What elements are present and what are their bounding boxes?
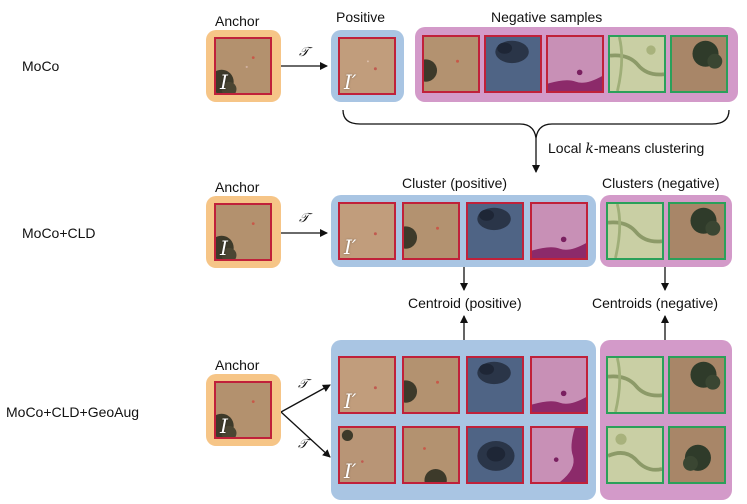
negative-image-2 [484, 35, 542, 93]
header-positive: Positive [336, 9, 386, 25]
anchor-image-1: I [214, 37, 272, 95]
geoaug-negative-upper-2 [668, 356, 726, 414]
row-label-moco: MoCo [22, 58, 60, 74]
geoaug-upper-arrow [280, 384, 331, 413]
clustering-suffix: -means clustering [593, 140, 705, 156]
transform-symbol-geoaug-upper: 𝒯 [298, 377, 308, 392]
row-label-moco-cld: MoCo+CLD [22, 225, 96, 241]
cluster-negative-image-2 [668, 202, 726, 260]
label-centroids-negative: Centroids (negative) [592, 295, 719, 311]
anchor-image-3: I [214, 381, 272, 439]
image-symbol-label: I′ [344, 70, 357, 94]
header-negative-samples: Negative samples [491, 9, 603, 25]
header-anchor-3: Anchor [215, 357, 260, 373]
negative-image-5 [670, 35, 728, 93]
geoaug-positive-upper-1: I′ [338, 356, 396, 414]
row-label-moco-cld-geoaug: MoCo+CLD+GeoAug [6, 404, 140, 420]
negative-image-1 [422, 35, 480, 93]
geoaug-positive-lower-4 [530, 426, 588, 484]
geoaug-negative-lower-1 [606, 426, 664, 484]
negative-image-4 [608, 35, 666, 93]
geoaug-positive-lower-3 [466, 426, 524, 484]
label-centroid-positive: Centroid (positive) [408, 295, 522, 311]
transform-symbol-moco: 𝒯 [299, 45, 309, 60]
geoaug-positive-upper-4 [530, 356, 588, 414]
anchor-image-2: I [214, 203, 272, 261]
cluster-positive-image-1: I′ [338, 202, 396, 260]
cluster-positive-image-3 [466, 202, 524, 260]
positive-image-1: I′ [338, 37, 396, 95]
image-symbol-label: I [220, 70, 228, 94]
header-cluster-positive: Cluster (positive) [402, 175, 508, 191]
image-symbol-label: I [220, 236, 228, 260]
clustering-k: k [585, 141, 594, 157]
header-clusters-negative: Clusters (negative) [602, 175, 720, 191]
clustering-label: Local k-means clustering [548, 141, 704, 156]
clustering-prefix: Local [548, 140, 586, 156]
geoaug-positive-lower-1: I′ [338, 426, 396, 484]
image-symbol-label: I [220, 414, 228, 438]
transform-symbol-mococld: 𝒯 [299, 211, 309, 226]
header-anchor-1: Anchor [215, 13, 260, 29]
cluster-positive-image-4 [530, 202, 588, 260]
geoaug-positive-upper-2 [402, 356, 460, 414]
image-symbol-label: I′ [344, 459, 357, 483]
geoaug-negative-lower-2 [668, 426, 726, 484]
cluster-positive-image-2 [402, 202, 460, 260]
cluster-negative-image-1 [606, 202, 664, 260]
header-anchor-2: Anchor [215, 179, 260, 195]
negative-image-3 [546, 35, 604, 93]
geoaug-positive-lower-2 [402, 426, 460, 484]
geoaug-negative-upper-1 [606, 356, 664, 414]
geoaug-lower-arrow [280, 411, 331, 458]
image-symbol-label: I′ [344, 235, 357, 259]
negatives-brace [342, 109, 730, 139]
transform-symbol-geoaug-lower: 𝒯 [298, 437, 308, 452]
geoaug-positive-upper-3 [466, 356, 524, 414]
image-symbol-label: I′ [344, 389, 357, 413]
